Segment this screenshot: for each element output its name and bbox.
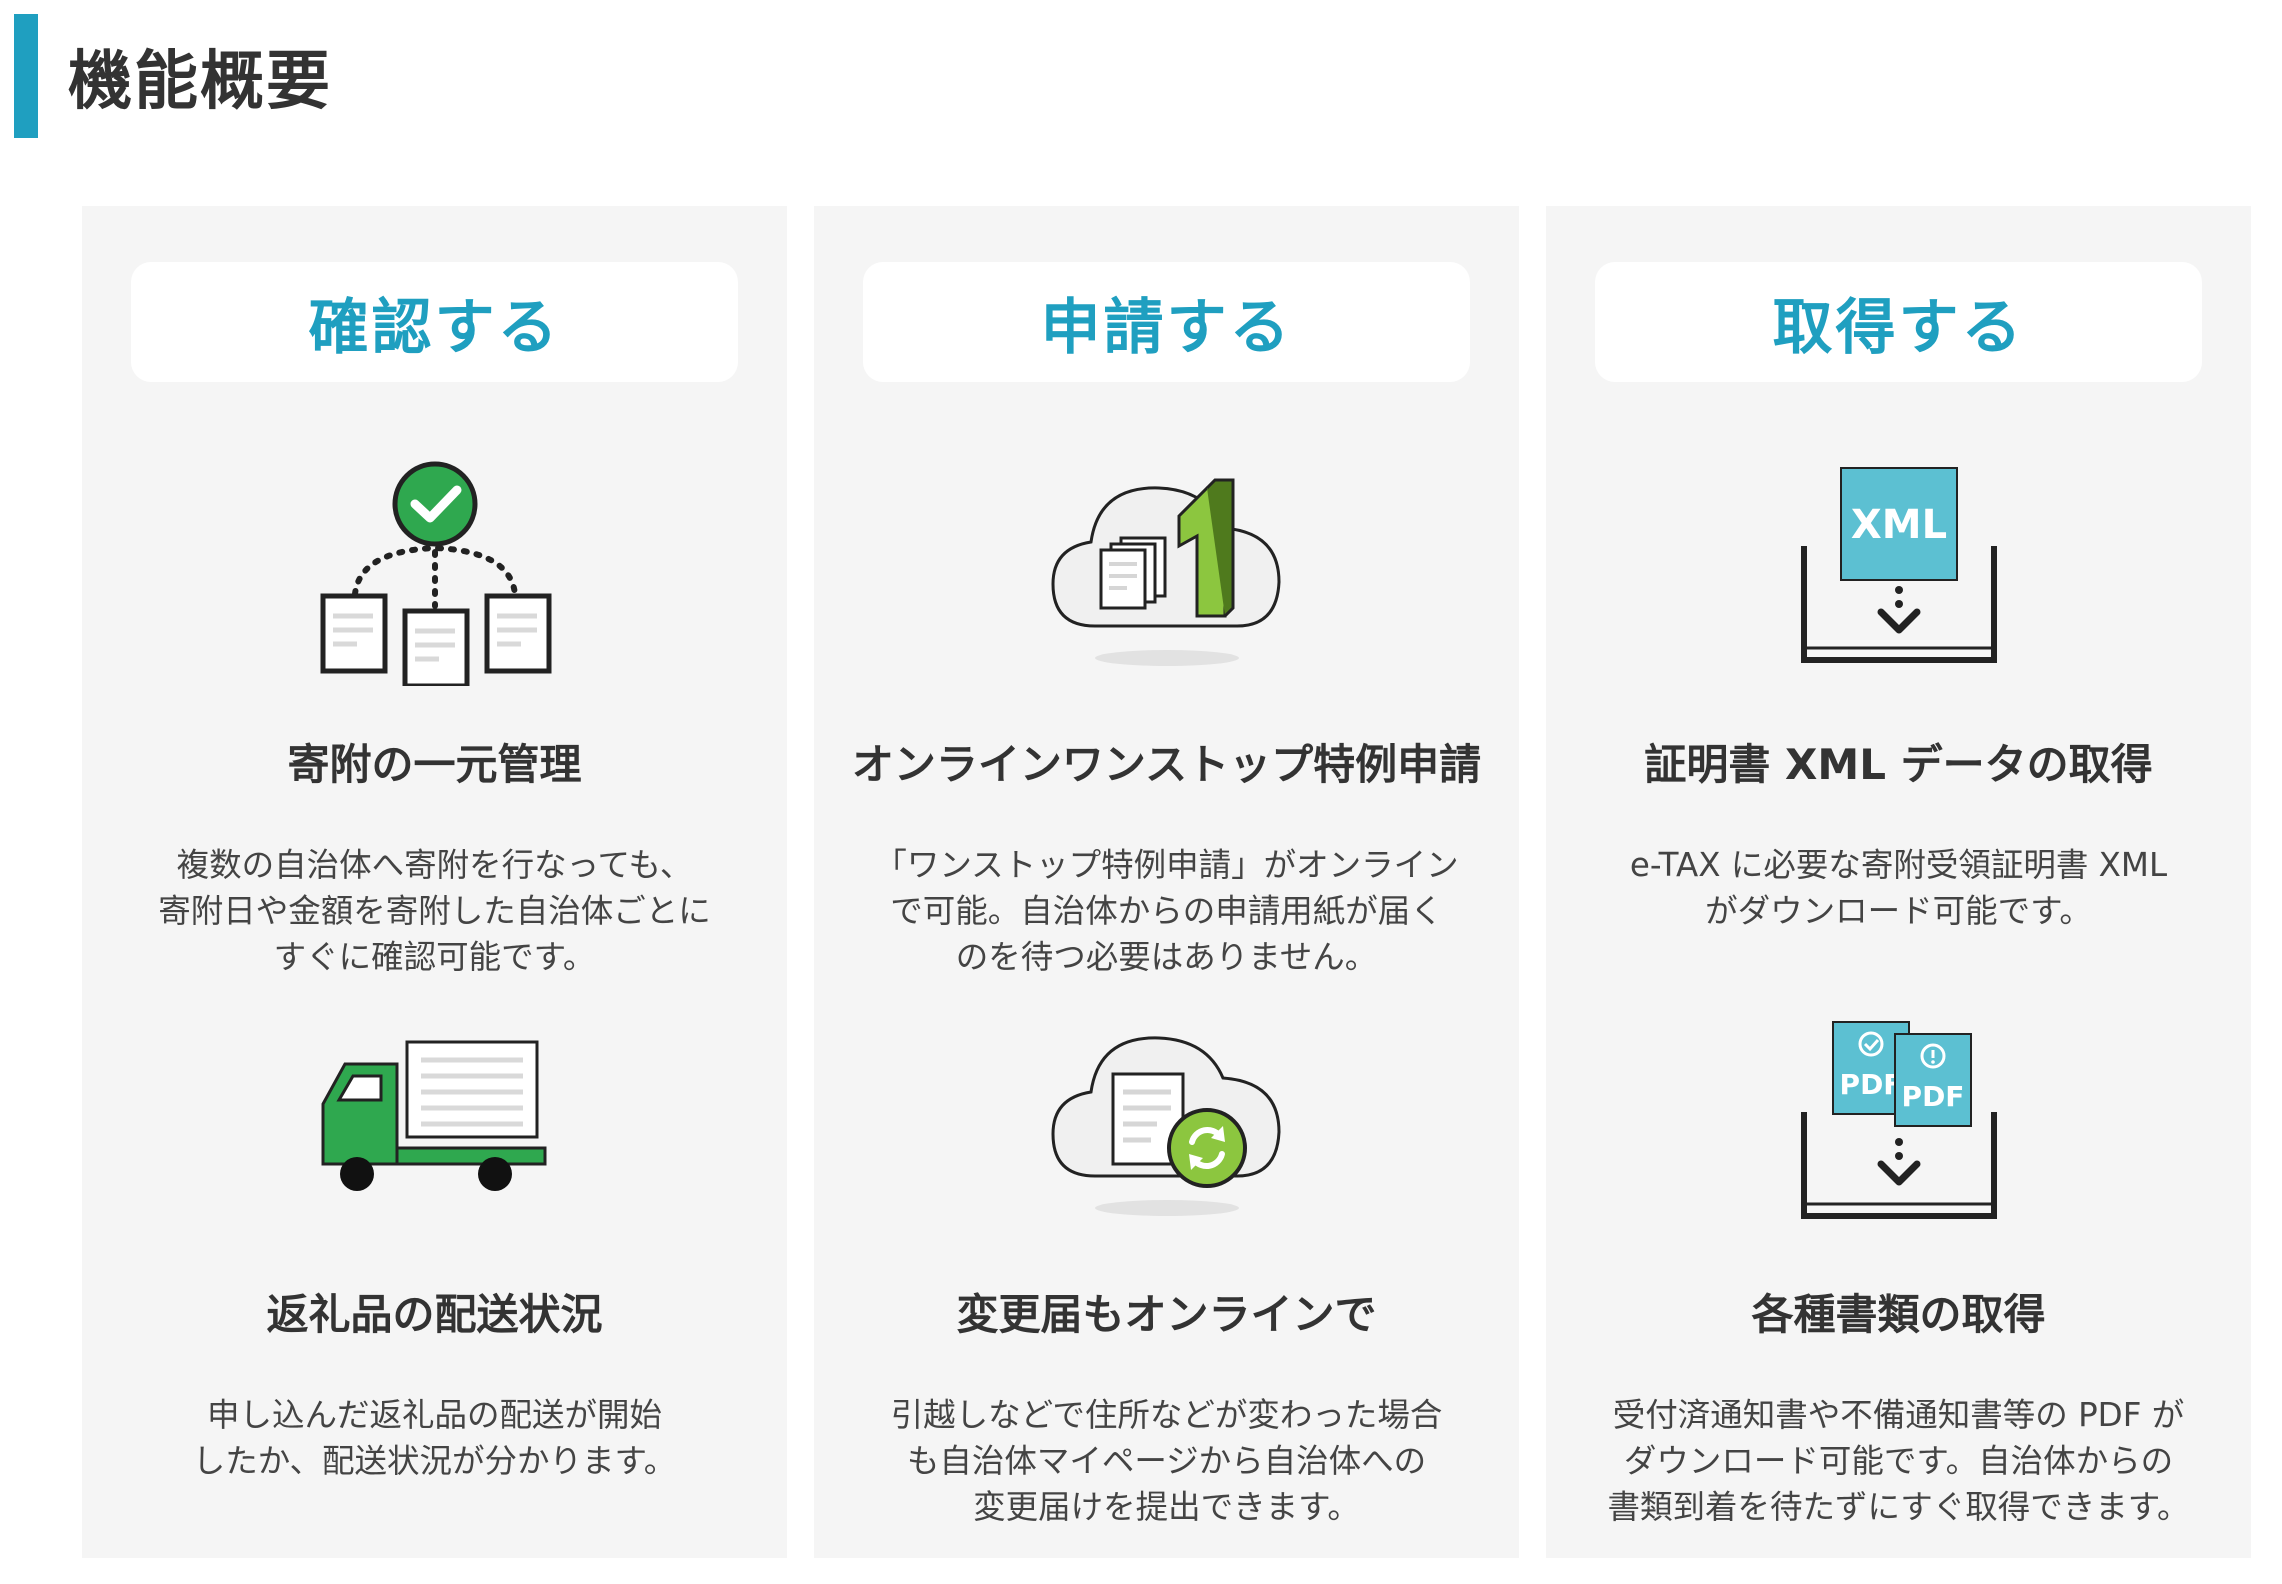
column-confirm: 確認する — [82, 206, 787, 1558]
feature-columns: 確認する — [82, 206, 2251, 1558]
svg-text:PDF: PDF — [1839, 1068, 1902, 1101]
feature-change-notification: 変更届もオンラインで 引越しなどで住所などが変わった場合 も自治体マイページから… — [814, 1006, 1519, 1530]
column-heading: 確認する — [131, 262, 738, 382]
column-obtain: 取得する XML 証明書 XML データの取得 e-TAX に — [1546, 206, 2251, 1558]
feature-title: 変更届もオンラインで — [956, 1290, 1377, 1339]
xml-download-icon: XML — [1800, 467, 1997, 663]
feature-xml-certificate: XML 証明書 XML データの取得 e-TAX に必要な寄附受領証明書 XML… — [1546, 456, 2251, 934]
column-apply: 申請する — [814, 206, 1519, 1558]
cloud-one-stop-icon — [1050, 478, 1281, 666]
feature-delivery-status: 返礼品の配送状況 申し込んだ返礼品の配送が開始 したか、配送状況が分かります。 — [82, 1006, 787, 1484]
cloud-document-update-icon — [1050, 1036, 1281, 1216]
document-hierarchy-check-icon — [320, 461, 551, 686]
feature-description: 複数の自治体へ寄附を行なっても、 寄附日や金額を寄附した自治体ごとに すぐに確認… — [158, 846, 711, 976]
feature-description: 「ワンストップ特例申請」がオンライン で可能。自治体からの申請用紙が届く のを待… — [874, 846, 1459, 976]
delivery-truck-icon — [321, 1040, 546, 1191]
feature-description: 申し込んだ返礼品の配送が開始 したか、配送状況が分かります。 — [192, 1396, 677, 1480]
section-header: 機能概要 — [14, 14, 332, 138]
feature-description: 受付済通知書や不備通知書等の PDF が ダウンロード可能です。自治体からの 書… — [1607, 1396, 2190, 1526]
feature-donation-management: 寄附の一元管理 複数の自治体へ寄附を行なっても、 寄附日や金額を寄附した自治体ご… — [82, 456, 787, 980]
section-title: 機能概要 — [68, 45, 332, 119]
feature-title: 寄附の一元管理 — [287, 740, 582, 789]
feature-description: 引越しなどで住所などが変わった場合 も自治体マイページから自治体への 変更届けを… — [890, 1396, 1443, 1526]
pdf-download-icon: PDF PDF — [1800, 1021, 1997, 1219]
feature-description: e-TAX に必要な寄附受領証明書 XML がダウンロード可能です。 — [1629, 846, 2168, 930]
feature-document-download: PDF PDF 各種書類の取得 受付済通知書や不備通知書等の PDF が ダウン… — [1546, 1006, 2251, 1530]
svg-text:XML: XML — [1850, 502, 1946, 548]
column-heading: 申請する — [863, 262, 1470, 382]
feature-title: オンラインワンストップ特例申請 — [851, 740, 1482, 789]
feature-one-stop-application: オンラインワンストップ特例申請 「ワンストップ特例申請」がオンライン で可能。自… — [814, 456, 1519, 980]
svg-text:PDF: PDF — [1901, 1080, 1964, 1113]
section-accent-bar — [14, 14, 38, 138]
column-heading: 取得する — [1595, 262, 2202, 382]
feature-title: 返礼品の配送状況 — [266, 1290, 603, 1339]
feature-title: 証明書 XML データの取得 — [1644, 740, 2153, 789]
feature-title: 各種書類の取得 — [1751, 1290, 2046, 1339]
